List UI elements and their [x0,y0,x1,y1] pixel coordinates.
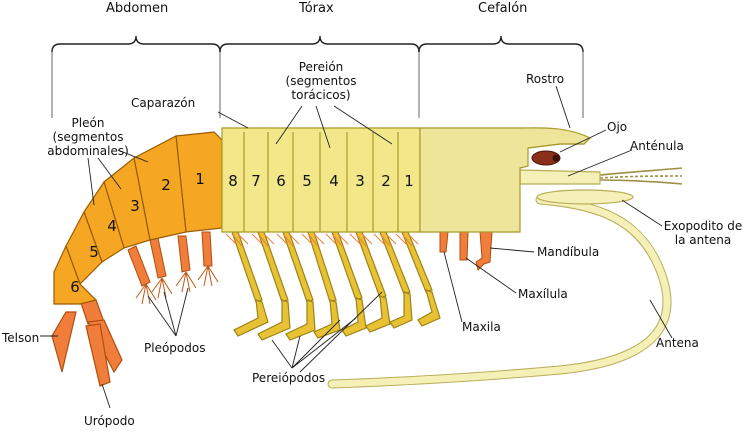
maxillule-appendage [459,231,469,261]
abdomen-header: Abdomen [106,1,169,16]
leg-setae [225,233,419,247]
pleon-leader [97,157,122,190]
pereiopodos-leader [299,291,383,373]
pleon-line: abdominales) [47,144,129,158]
cefalon-header: Cefalón [478,1,528,16]
pereion-leader [315,105,331,149]
head-body [419,127,592,233]
thx-number: 3 [355,172,365,190]
abd-number: 4 [107,217,117,235]
pleon-line: (segmentos [52,130,124,144]
abd-number: 3 [130,197,140,215]
pereiopodos-leader [291,319,341,369]
pleon-leader [117,149,149,163]
thorax-brace [219,35,420,53]
mandibula-label: Mandíbula [537,245,600,259]
antennule [519,169,601,185]
mandible-appendage [475,231,493,271]
thoracic-numbers: 8 7 6 5 4 3 2 1 [228,172,414,190]
pereiopod-leg [331,231,367,337]
pereiopodos-leader [271,339,293,369]
antenula-leader [567,149,633,177]
rostro-label: Rostro [526,72,565,86]
leader-lines [40,85,673,409]
tail-fan [51,299,123,387]
exopodito-leader [621,199,663,227]
ojo-label: Ojo [607,120,628,134]
antena-leader [649,299,673,339]
abdominal-segment [53,244,98,305]
caparazon-leader [217,111,249,129]
pleon-label: Pleón (segmentos abdominales) [40,116,136,158]
rostro-leader [555,85,571,129]
abdomen-brace [51,35,221,53]
antenula-label: Anténula [630,139,684,153]
pereion-line: Pereión [298,60,344,74]
abd-number: 1 [195,170,205,188]
maxilla-appendage [439,231,449,253]
exopodito-label: Exopodito de la antena [660,219,746,247]
pleopods [127,231,219,305]
abd-number: 6 [70,278,80,296]
caparazon-label: Caparazón [131,96,196,110]
pereiopodos-leader [291,317,357,369]
eye [531,150,561,166]
mouthparts [439,231,493,271]
thx-number: 6 [276,172,286,190]
pleopodos-leader [147,295,177,337]
antennal-exopodite [536,189,634,205]
thx-number: 2 [381,172,391,190]
eye-pupil [552,154,560,162]
thx-number: 1 [404,172,414,190]
abdominal-numbers: 1 2 3 4 5 6 [70,170,205,296]
maxila-label: Maxila [462,320,501,334]
exopodito-line: Exopodito de [663,219,743,233]
pereion-leader [275,105,303,145]
pereiopodos-label: Pereiópodos [252,371,326,385]
antena-label: Antena [656,336,699,350]
uropod-endopod [85,323,111,387]
thx-number: 8 [228,172,238,190]
region-braces [51,35,584,53]
pereiopod-leg [257,231,291,341]
pereiopods [231,231,441,341]
thx-number: 4 [329,172,339,190]
antenna [327,195,672,389]
thx-number: 7 [251,172,261,190]
ojo-leader [559,129,607,153]
pereiopod-leg [307,231,341,339]
mandibula-leader [489,247,535,253]
pleopodos-leader [175,287,189,337]
pleon-leader [87,157,95,206]
pleon-line: Pleón [71,116,105,130]
maxilula-label: Maxílula [518,287,568,301]
cephalon-shield [419,127,592,233]
pereiopod-leg [231,231,269,337]
head-brace [418,35,584,53]
uropodo-leader [101,383,111,409]
pereiopod-leg [355,231,391,333]
uropodo-label: Urópodo [84,414,135,428]
pereiopodos-leader [291,335,301,369]
pereion-leader [333,105,393,145]
pleopodos-leader [163,291,177,337]
rostrum [527,137,591,149]
torax-header: Tórax [299,1,334,16]
maxilula-leader [465,257,517,294]
abd-number: 5 [89,243,99,261]
pereion-line: (segmentos [285,74,357,88]
antennule-flagella [599,167,683,185]
pereion-line: torácicos) [291,88,351,102]
telson-label: Telson [2,331,40,345]
pleopodos-label: Pleópodos [144,341,206,355]
exopodito-line: la antena [674,233,732,247]
pereion-label: Pereión (segmentos torácicos) [276,60,366,102]
region-dividers [51,52,584,118]
thx-number: 5 [302,172,312,190]
telson-plate [51,311,77,373]
abd-number: 2 [161,176,171,194]
maxila-leader [443,251,463,323]
